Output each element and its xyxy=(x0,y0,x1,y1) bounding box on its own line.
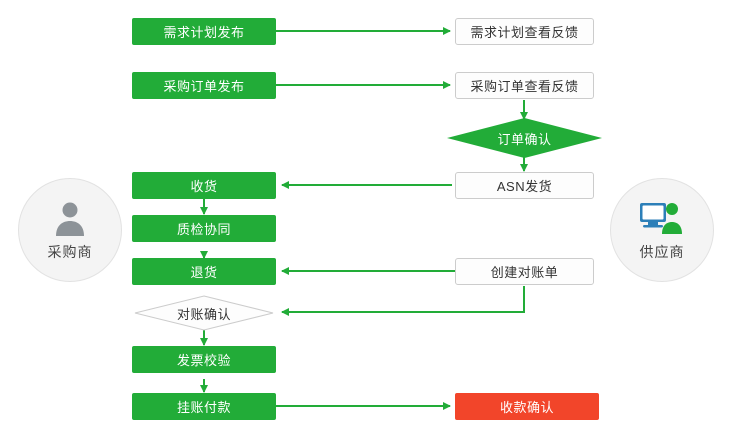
diamond-shape-white xyxy=(134,295,274,331)
diamond-shape-green xyxy=(447,118,602,158)
node-invoice-verification[interactable]: 发票校验 xyxy=(132,346,276,373)
node-receive-goods[interactable]: 收货 xyxy=(132,172,276,199)
node-payment-posting[interactable]: 挂账付款 xyxy=(132,393,276,420)
node-demand-plan-review[interactable]: 需求计划查看反馈 xyxy=(455,18,594,45)
node-purchase-order-publish[interactable]: 采购订单发布 xyxy=(132,72,276,99)
actor-supplier-label: 供应商 xyxy=(639,244,685,260)
actor-supplier: 供应商 xyxy=(610,178,714,282)
actor-buyer: 采购商 xyxy=(18,178,122,282)
node-demand-plan-publish[interactable]: 需求计划发布 xyxy=(132,18,276,45)
node-order-confirm-label: 订单确认 xyxy=(497,131,552,147)
node-statement-confirm[interactable]: 对账确认 xyxy=(134,295,274,331)
node-order-confirm[interactable]: 订单确认 xyxy=(447,118,602,158)
node-payment-receipt-confirm[interactable]: 收款确认 xyxy=(455,393,599,420)
node-asn-shipment[interactable]: ASN发货 xyxy=(455,172,594,199)
node-purchase-order-review[interactable]: 采购订单查看反馈 xyxy=(455,72,594,99)
node-quality-inspection[interactable]: 质检协同 xyxy=(132,215,276,242)
node-create-statement[interactable]: 创建对账单 xyxy=(455,258,594,285)
person-computer-icon xyxy=(638,198,686,238)
node-return-goods[interactable]: 退货 xyxy=(132,258,276,285)
actor-buyer-label: 采购商 xyxy=(47,244,93,260)
person-icon xyxy=(50,198,90,238)
node-statement-confirm-label: 对账确认 xyxy=(176,306,231,322)
